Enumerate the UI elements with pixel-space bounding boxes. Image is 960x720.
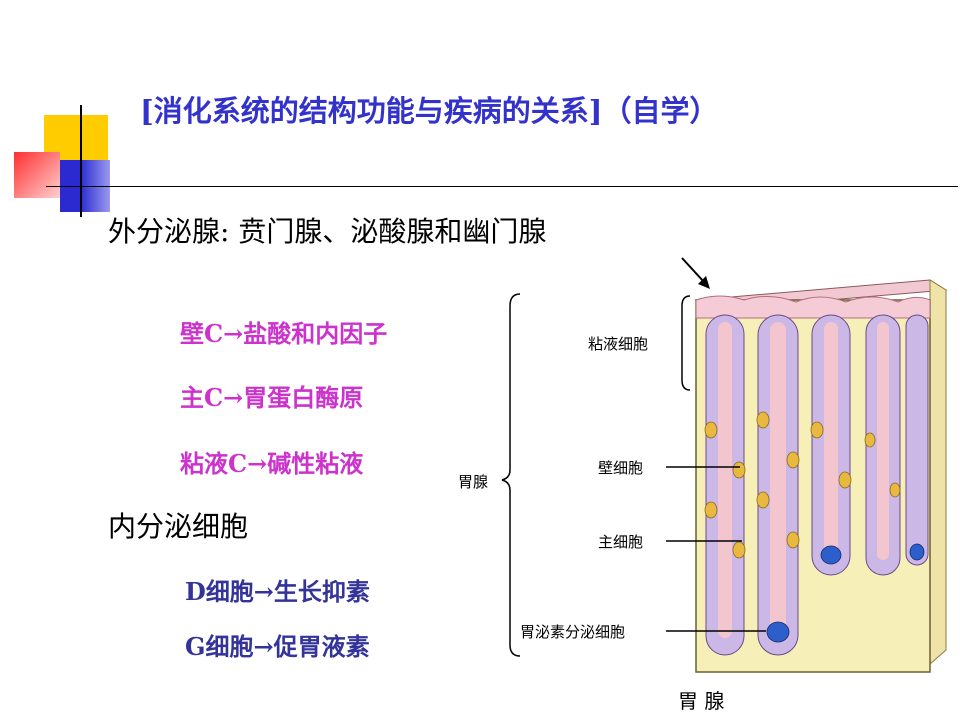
label-chief-cell: 主细胞 [598, 533, 643, 551]
label-endocrine-cell: 胃泌素分泌细胞 [520, 623, 625, 641]
gland-tube-1 [705, 314, 745, 656]
endocrine-cells [766, 543, 925, 643]
endocrine-heading: 内分泌细胞 [108, 510, 249, 543]
gland-tube-2 [757, 314, 799, 656]
exocrine-item-mucous: 粘液C→碱性粘液 [180, 449, 364, 478]
endocrine-item-g-cell: G细胞→促胃液素 [185, 632, 370, 661]
block-side-face [929, 279, 947, 666]
exocrine-item-parietal: 壁C→盐酸和内因子 [180, 319, 388, 348]
gland-bracket [501, 293, 521, 657]
deco-red-square [14, 152, 60, 198]
diagram-caption: 胃 腺 [678, 689, 724, 713]
deco-horizontal-line [46, 186, 958, 187]
mucous-surface-layer [695, 295, 931, 319]
slide-title: [消化系统的结构功能与疾病的关系]（自学） [140, 94, 719, 128]
label-mucous-cell: 粘液细胞 [588, 335, 648, 353]
mucous-bracket [681, 295, 691, 391]
label-gastric-gland: 胃腺 [458, 473, 488, 491]
endocrine-item-d-cell: D细胞→生长抑素 [185, 577, 370, 606]
pointer-arrow [681, 257, 710, 289]
exocrine-item-chief: 主C→胃蛋白酶原 [180, 383, 364, 412]
parietal-cells [704, 411, 901, 559]
deco-vertical-line [80, 105, 82, 217]
gland-tube-4 [865, 314, 901, 576]
label-parietal-cell: 壁细胞 [598, 459, 643, 477]
gland-tube-5 [905, 314, 929, 566]
gland-tube-3 [811, 314, 851, 576]
exocrine-heading: 外分泌腺: 贲门腺、泌酸腺和幽门腺 [108, 215, 547, 248]
